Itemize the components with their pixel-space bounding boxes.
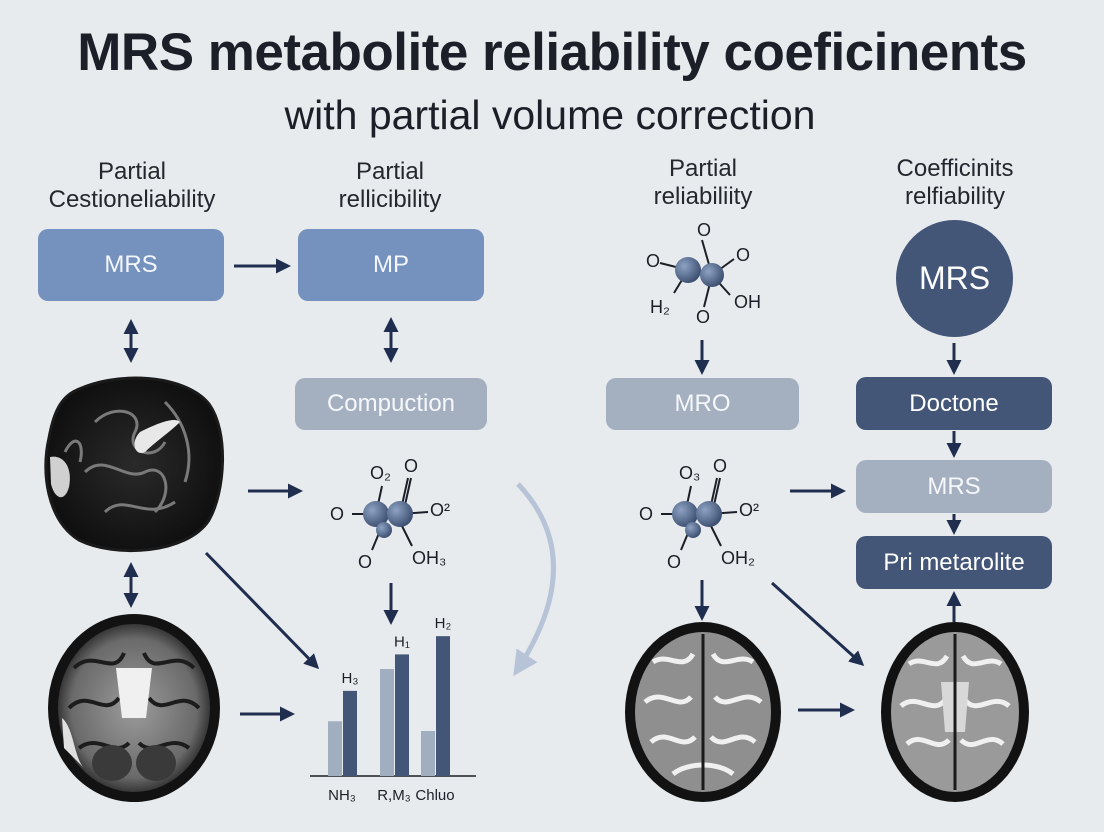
- mp-box: MP: [298, 229, 484, 301]
- bar-label-2: H₂: [435, 615, 452, 632]
- mol-mid-left-o-bottom: O: [358, 552, 372, 572]
- brain-scan-4: [881, 622, 1029, 802]
- mol-mid-right-o-left: O: [639, 504, 653, 524]
- arrow-molecule2-brain4: [770, 581, 865, 667]
- molecule-top: O O O H₂ OH O: [646, 220, 761, 327]
- compuction-box: Compuction: [295, 378, 487, 430]
- brain-scan-axial: [48, 614, 220, 802]
- brain-scan-dark: [44, 376, 224, 553]
- curved-arrow: [513, 482, 556, 677]
- brain-scan-3: [625, 622, 781, 802]
- mol-mid-right-o-bottom: O: [667, 552, 681, 572]
- bar-0-series-0: [328, 721, 342, 776]
- bar-0-series-1: [343, 690, 357, 776]
- mrs-box: MRS: [38, 229, 224, 301]
- mol-mid-right-oh2: OH₂: [721, 548, 755, 568]
- category-label-2: Chluo: [415, 787, 454, 804]
- category-label-1: R,M₃: [377, 787, 411, 804]
- bar-2-series-0: [421, 731, 435, 776]
- bar-label-0: H₃: [342, 670, 359, 687]
- bar-label-1: H₁: [394, 633, 410, 650]
- mrs-circle: MRS: [896, 220, 1013, 337]
- mol-mid-right-o-right: O²: [739, 500, 759, 520]
- bar-chart: H₃ NH₃ H₁ R,M₃ H₂ Chluo: [310, 615, 476, 804]
- mol-mid-left-oh3: OH₃: [412, 548, 446, 568]
- bar-1-series-0: [380, 668, 394, 776]
- mrs-grey-box: MRS: [856, 460, 1052, 513]
- molecule-mid-left: O₂ O O O² O OH₃: [330, 456, 450, 572]
- arrow-brain1-chart: [204, 551, 320, 670]
- category-label-0: NH₃: [328, 787, 356, 804]
- diagram-title: MRS metabolite reliability coeficinents: [77, 23, 1027, 82]
- mol-mid-left-o-left: O: [330, 504, 344, 524]
- mol-top-o-left: O: [646, 251, 660, 271]
- mol-mid-left-o-top: O: [404, 456, 418, 476]
- mol-top-h2: H₂: [650, 297, 670, 317]
- mol-mid-left-o-right: O²: [430, 500, 450, 520]
- diagram-subtitle: with partial volume correction: [284, 92, 816, 138]
- mol-mid-right-o3: O₃: [679, 463, 700, 483]
- bar-2-series-1: [436, 636, 450, 776]
- mol-top-o-top: O: [697, 220, 711, 240]
- mol-top-oh: OH: [734, 292, 761, 312]
- doctone-box: Doctone: [856, 377, 1052, 430]
- bar-1-series-1: [395, 654, 409, 776]
- metarolite-box: Pri metarolite: [856, 536, 1052, 589]
- mol-mid-left-o2: O₂: [370, 463, 391, 483]
- mol-mid-right-o-top: O: [713, 456, 727, 476]
- mol-top-o-bottom: O: [696, 307, 710, 327]
- molecule-mid-right: O₃ O O O² O OH₂: [639, 456, 759, 572]
- mro-box: MRO: [606, 378, 799, 430]
- mol-top-o-right: O: [736, 245, 750, 265]
